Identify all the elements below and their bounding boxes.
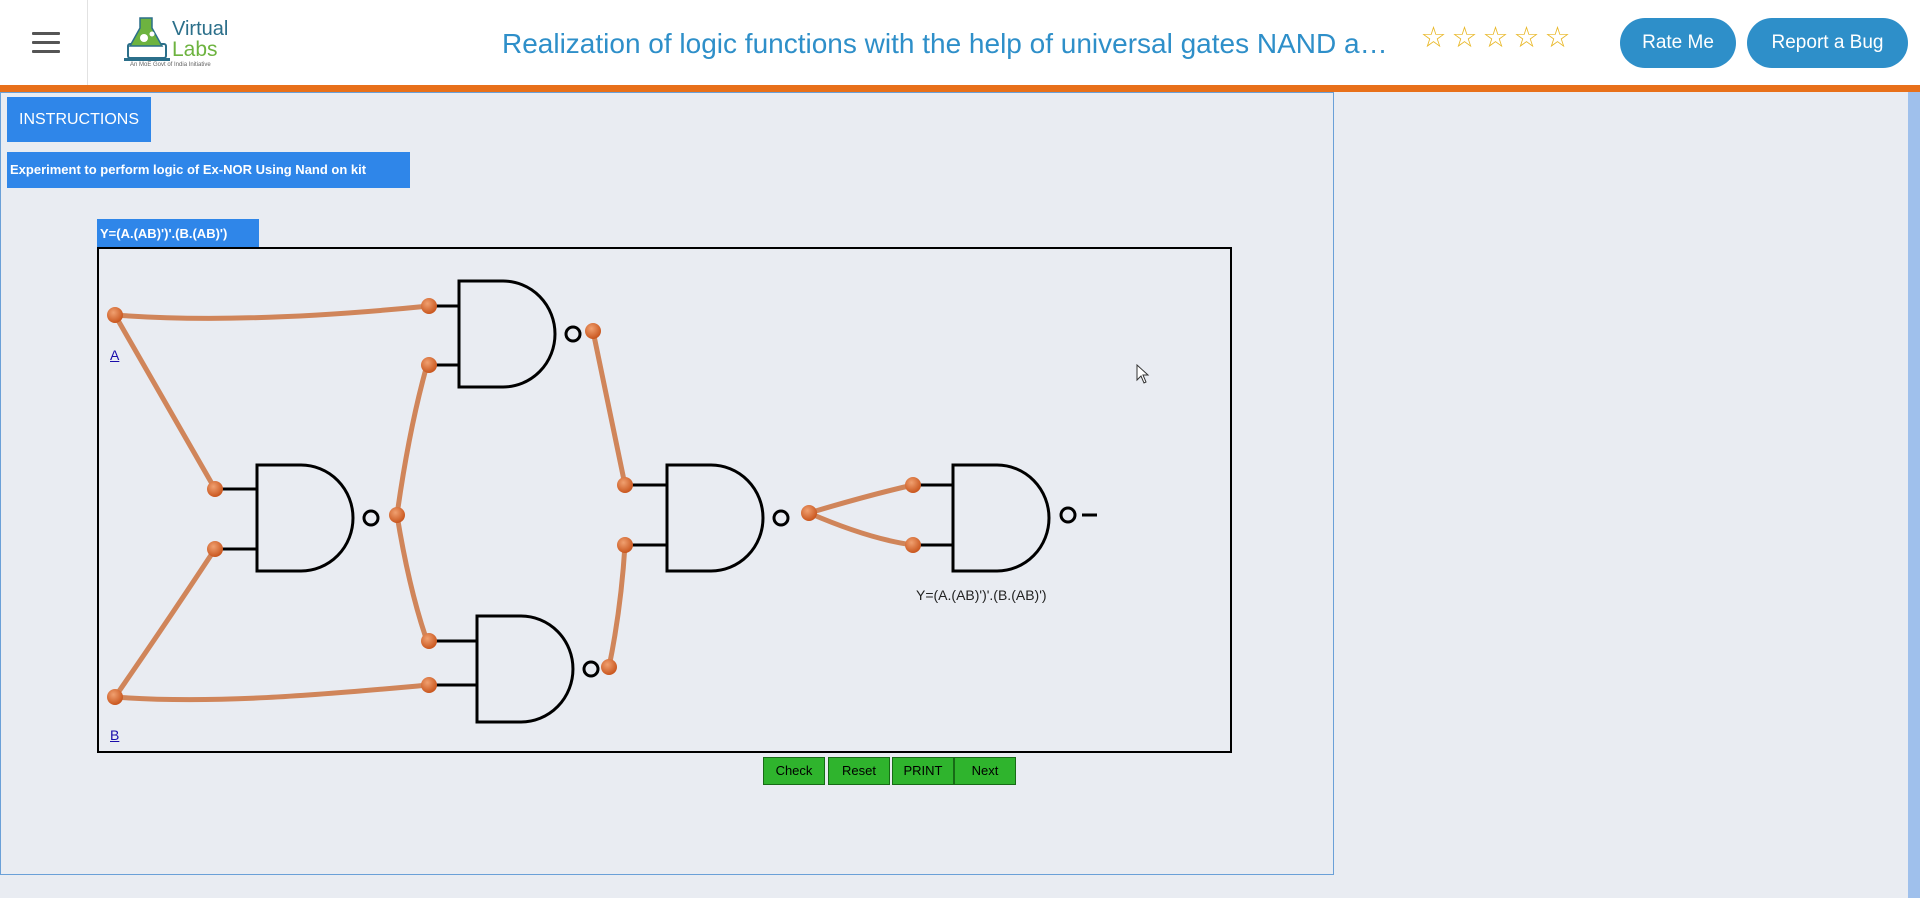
mouse-cursor-icon: [1136, 364, 1150, 384]
nand-gate-4: [665, 463, 790, 573]
next-button[interactable]: Next: [954, 757, 1016, 785]
logo-text-labs: Labs: [172, 38, 218, 61]
nand-gate-5: [951, 463, 1077, 573]
nand-gate-1: [457, 279, 582, 389]
wire: [112, 312, 218, 492]
instructions-button[interactable]: INSTRUCTIONS: [7, 97, 151, 142]
gate-input-terminal: [421, 677, 437, 693]
input-a-label[interactable]: A: [110, 347, 120, 363]
gate-output-terminal: [585, 323, 601, 339]
gate-input-terminal: [617, 477, 633, 493]
gate-input-terminal: [421, 633, 437, 649]
input-a-terminal: [107, 307, 123, 323]
wire: [590, 328, 628, 488]
gate-output-terminal: [801, 505, 817, 521]
wire: [806, 482, 916, 516]
star-outline-icon[interactable]: ☆: [1482, 22, 1509, 54]
experiment-title: Experiment to perform logic of Ex-NOR Us…: [7, 152, 410, 188]
gate-output-terminal: [389, 507, 405, 523]
logo-text-virtual: Virtual: [172, 18, 229, 40]
check-button[interactable]: Check: [763, 757, 825, 785]
virtual-labs-logo[interactable]: Virtual Labs An MoE Govt of India Initia…: [122, 14, 232, 70]
top-bar: Virtual Labs An MoE Govt of India Initia…: [0, 0, 1920, 92]
wire: [112, 682, 432, 703]
flask-logo-icon: [124, 17, 170, 61]
page-title: Realization of logic functions with the …: [502, 28, 1402, 59]
star-outline-icon[interactable]: ☆: [1420, 22, 1447, 54]
star-rating[interactable]: ☆☆☆☆☆: [1418, 20, 1573, 56]
report-bug-button[interactable]: Report a Bug: [1747, 18, 1908, 68]
star-outline-icon[interactable]: ☆: [1513, 22, 1540, 54]
gate-output-terminal: [601, 659, 617, 675]
gate-input-terminal: [905, 537, 921, 553]
reset-button[interactable]: Reset: [828, 757, 890, 785]
wire: [394, 512, 430, 644]
nand-gate-3: [475, 614, 600, 724]
gate-input-terminal: [421, 298, 437, 314]
star-outline-icon[interactable]: ☆: [1451, 22, 1478, 54]
logo-tagline: An MoE Govt of India Initiative: [130, 62, 211, 68]
circuit-diagram: [107, 279, 1097, 724]
wire: [112, 303, 432, 321]
gate-input-terminal: [617, 537, 633, 553]
wire: [806, 510, 916, 548]
star-outline-icon[interactable]: ☆: [1544, 22, 1571, 54]
circuit-canvas[interactable]: A B Y=(A.(AB)')'.(B.(AB)'): [97, 247, 1232, 753]
scrollbar-track[interactable]: [1908, 92, 1920, 898]
simulation-panel: INSTRUCTIONS Experiment to perform logic…: [0, 92, 1334, 875]
wire: [606, 542, 628, 670]
output-expression: Y=(A.(AB)')'.(B.(AB)'): [916, 587, 1047, 603]
input-b-label[interactable]: B: [110, 727, 120, 743]
print-button[interactable]: PRINT: [892, 757, 954, 785]
gate-input-terminal: [207, 481, 223, 497]
wire: [112, 546, 218, 700]
expression-label: Y=(A.(AB)')'.(B.(AB)'): [97, 219, 259, 247]
hamburger-menu-button[interactable]: [0, 0, 88, 85]
wire: [394, 362, 430, 518]
nand-gate-2: [255, 463, 380, 573]
gate-input-terminal: [905, 477, 921, 493]
rate-me-button[interactable]: Rate Me: [1620, 18, 1736, 68]
input-b-terminal: [107, 689, 123, 705]
gate-input-terminal: [207, 541, 223, 557]
gate-input-terminal: [421, 357, 437, 373]
